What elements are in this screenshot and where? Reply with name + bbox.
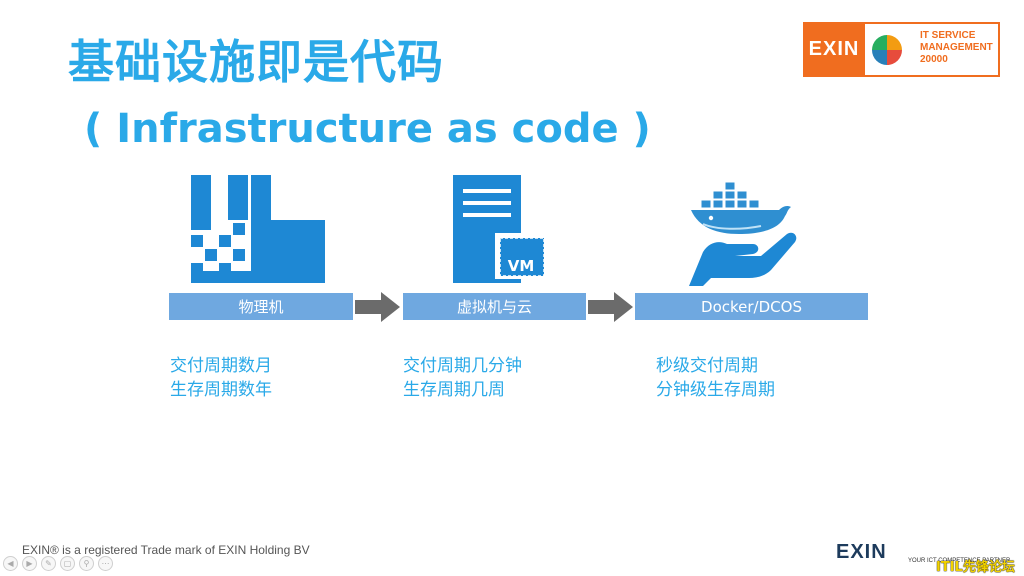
slides-icon[interactable]: ▢: [60, 556, 75, 571]
stage-bar-docker: Docker/DCOS: [635, 293, 868, 320]
vm-badge: VM: [507, 257, 535, 275]
stage-desc-vm-cloud: 交付周期几分钟 生存周期几周: [403, 354, 522, 402]
arrow-right-icon: [355, 292, 400, 322]
slide-title: 基础设施即是代码: [68, 35, 444, 89]
next-slide-icon[interactable]: ▶: [22, 556, 37, 571]
forum-watermark: ITIL先锋论坛: [936, 560, 1015, 575]
docker-whale-icon: [689, 181, 797, 286]
more-options-icon[interactable]: ⋯: [98, 556, 113, 571]
exin-logo-mark: EXIN: [803, 22, 865, 77]
color-pie-icon: [872, 35, 902, 65]
desc-line: 生存周期几周: [403, 380, 505, 400]
desc-line: 交付周期几分钟: [403, 356, 522, 376]
stage-bar-vm-cloud: 虚拟机与云: [403, 293, 586, 320]
footer-tagline: YOUR ICT COMPETENCE PARTNER: [908, 558, 1011, 564]
exin-footer-logo: EXIN: [836, 541, 887, 563]
desc-line: 交付周期数月: [170, 356, 272, 376]
logo-line: MANAGEMENT: [920, 42, 993, 53]
arrow-right-icon: [588, 292, 633, 322]
pen-icon[interactable]: ✎: [41, 556, 56, 571]
zoom-icon[interactable]: ⚲: [79, 556, 94, 571]
slide-subtitle: ( Infrastructure as code ): [84, 106, 651, 152]
stage-desc-docker: 秒级交付周期 分钟级生存周期: [656, 354, 775, 402]
desc-line: 秒级交付周期: [656, 356, 758, 376]
itsm-logo-text: IT SERVICE MANAGEMENT 20000: [920, 30, 1000, 66]
physical-server-icon: [191, 175, 325, 283]
trademark-text: EXIN® is a registered Trade mark of EXIN…: [22, 543, 310, 557]
desc-line: 生存周期数年: [170, 380, 272, 400]
desc-line: 分钟级生存周期: [656, 380, 775, 400]
stage-desc-physical: 交付周期数月 生存周期数年: [170, 354, 272, 402]
logo-line: 20000: [920, 54, 948, 65]
logo-line: IT SERVICE: [920, 30, 976, 41]
previous-slide-icon[interactable]: ◀: [3, 556, 18, 571]
stage-bar-physical: 物理机: [169, 293, 353, 320]
vm-server-icon: [453, 175, 547, 283]
